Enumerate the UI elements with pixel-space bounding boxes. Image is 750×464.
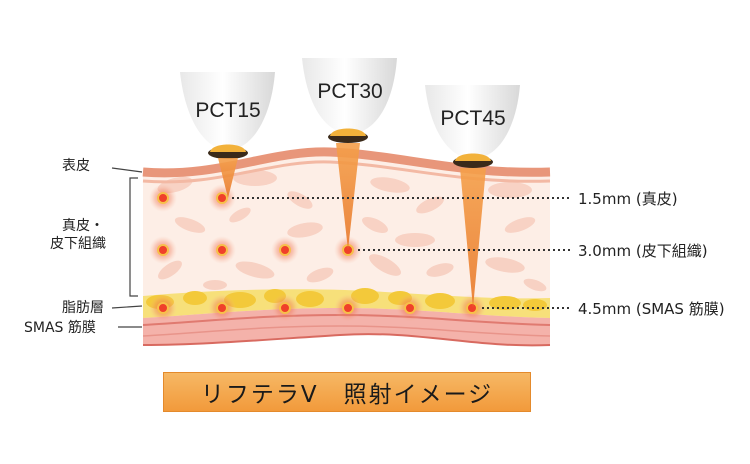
caption-text: リフテラV 照射イメージ — [200, 382, 494, 408]
probe-label: PCT30 — [317, 80, 382, 103]
focal-spot — [458, 294, 486, 322]
label-dermis-2: 皮下組織 — [50, 236, 106, 252]
dermis-bracket — [129, 177, 138, 297]
depth-leaders — [232, 197, 570, 309]
focal-spots — [149, 184, 486, 322]
probe-label: PCT45 — [440, 107, 505, 130]
focal-spot — [149, 294, 177, 322]
probe-label: PCT15 — [195, 99, 260, 122]
focal-spot — [334, 294, 362, 322]
focal-spot — [271, 236, 299, 264]
focal-spot — [396, 294, 424, 322]
probe-pct45: PCT45 — [425, 85, 520, 308]
focal-spot — [208, 236, 236, 264]
label-smas: SMAS 筋膜 — [24, 319, 96, 336]
focal-spot — [208, 184, 236, 212]
label-epidermis: 表皮 — [62, 158, 90, 174]
caption-box: リフテラV 照射イメージ — [163, 372, 531, 412]
depth-label-2: 3.0mm (皮下組織) — [578, 242, 708, 260]
focal-spot — [271, 294, 299, 322]
beam-pct30 — [336, 143, 360, 250]
focal-spot — [208, 294, 236, 322]
probe-pct15: PCT15 — [180, 72, 275, 198]
beam-pct45 — [460, 168, 486, 308]
smas-bottom-line — [142, 333, 551, 347]
label-dermis-1: 真皮・ — [62, 218, 104, 234]
label-fat: 脂肪層 — [62, 300, 104, 316]
depth-label-3: 4.5mm (SMAS 筋膜) — [578, 300, 725, 318]
probe-pct30: PCT30 — [302, 58, 397, 250]
beam-pct15 — [218, 158, 238, 198]
focal-spot — [149, 236, 177, 264]
depth-label-1: 1.5mm (真皮) — [578, 190, 678, 208]
focal-spot — [149, 184, 177, 212]
